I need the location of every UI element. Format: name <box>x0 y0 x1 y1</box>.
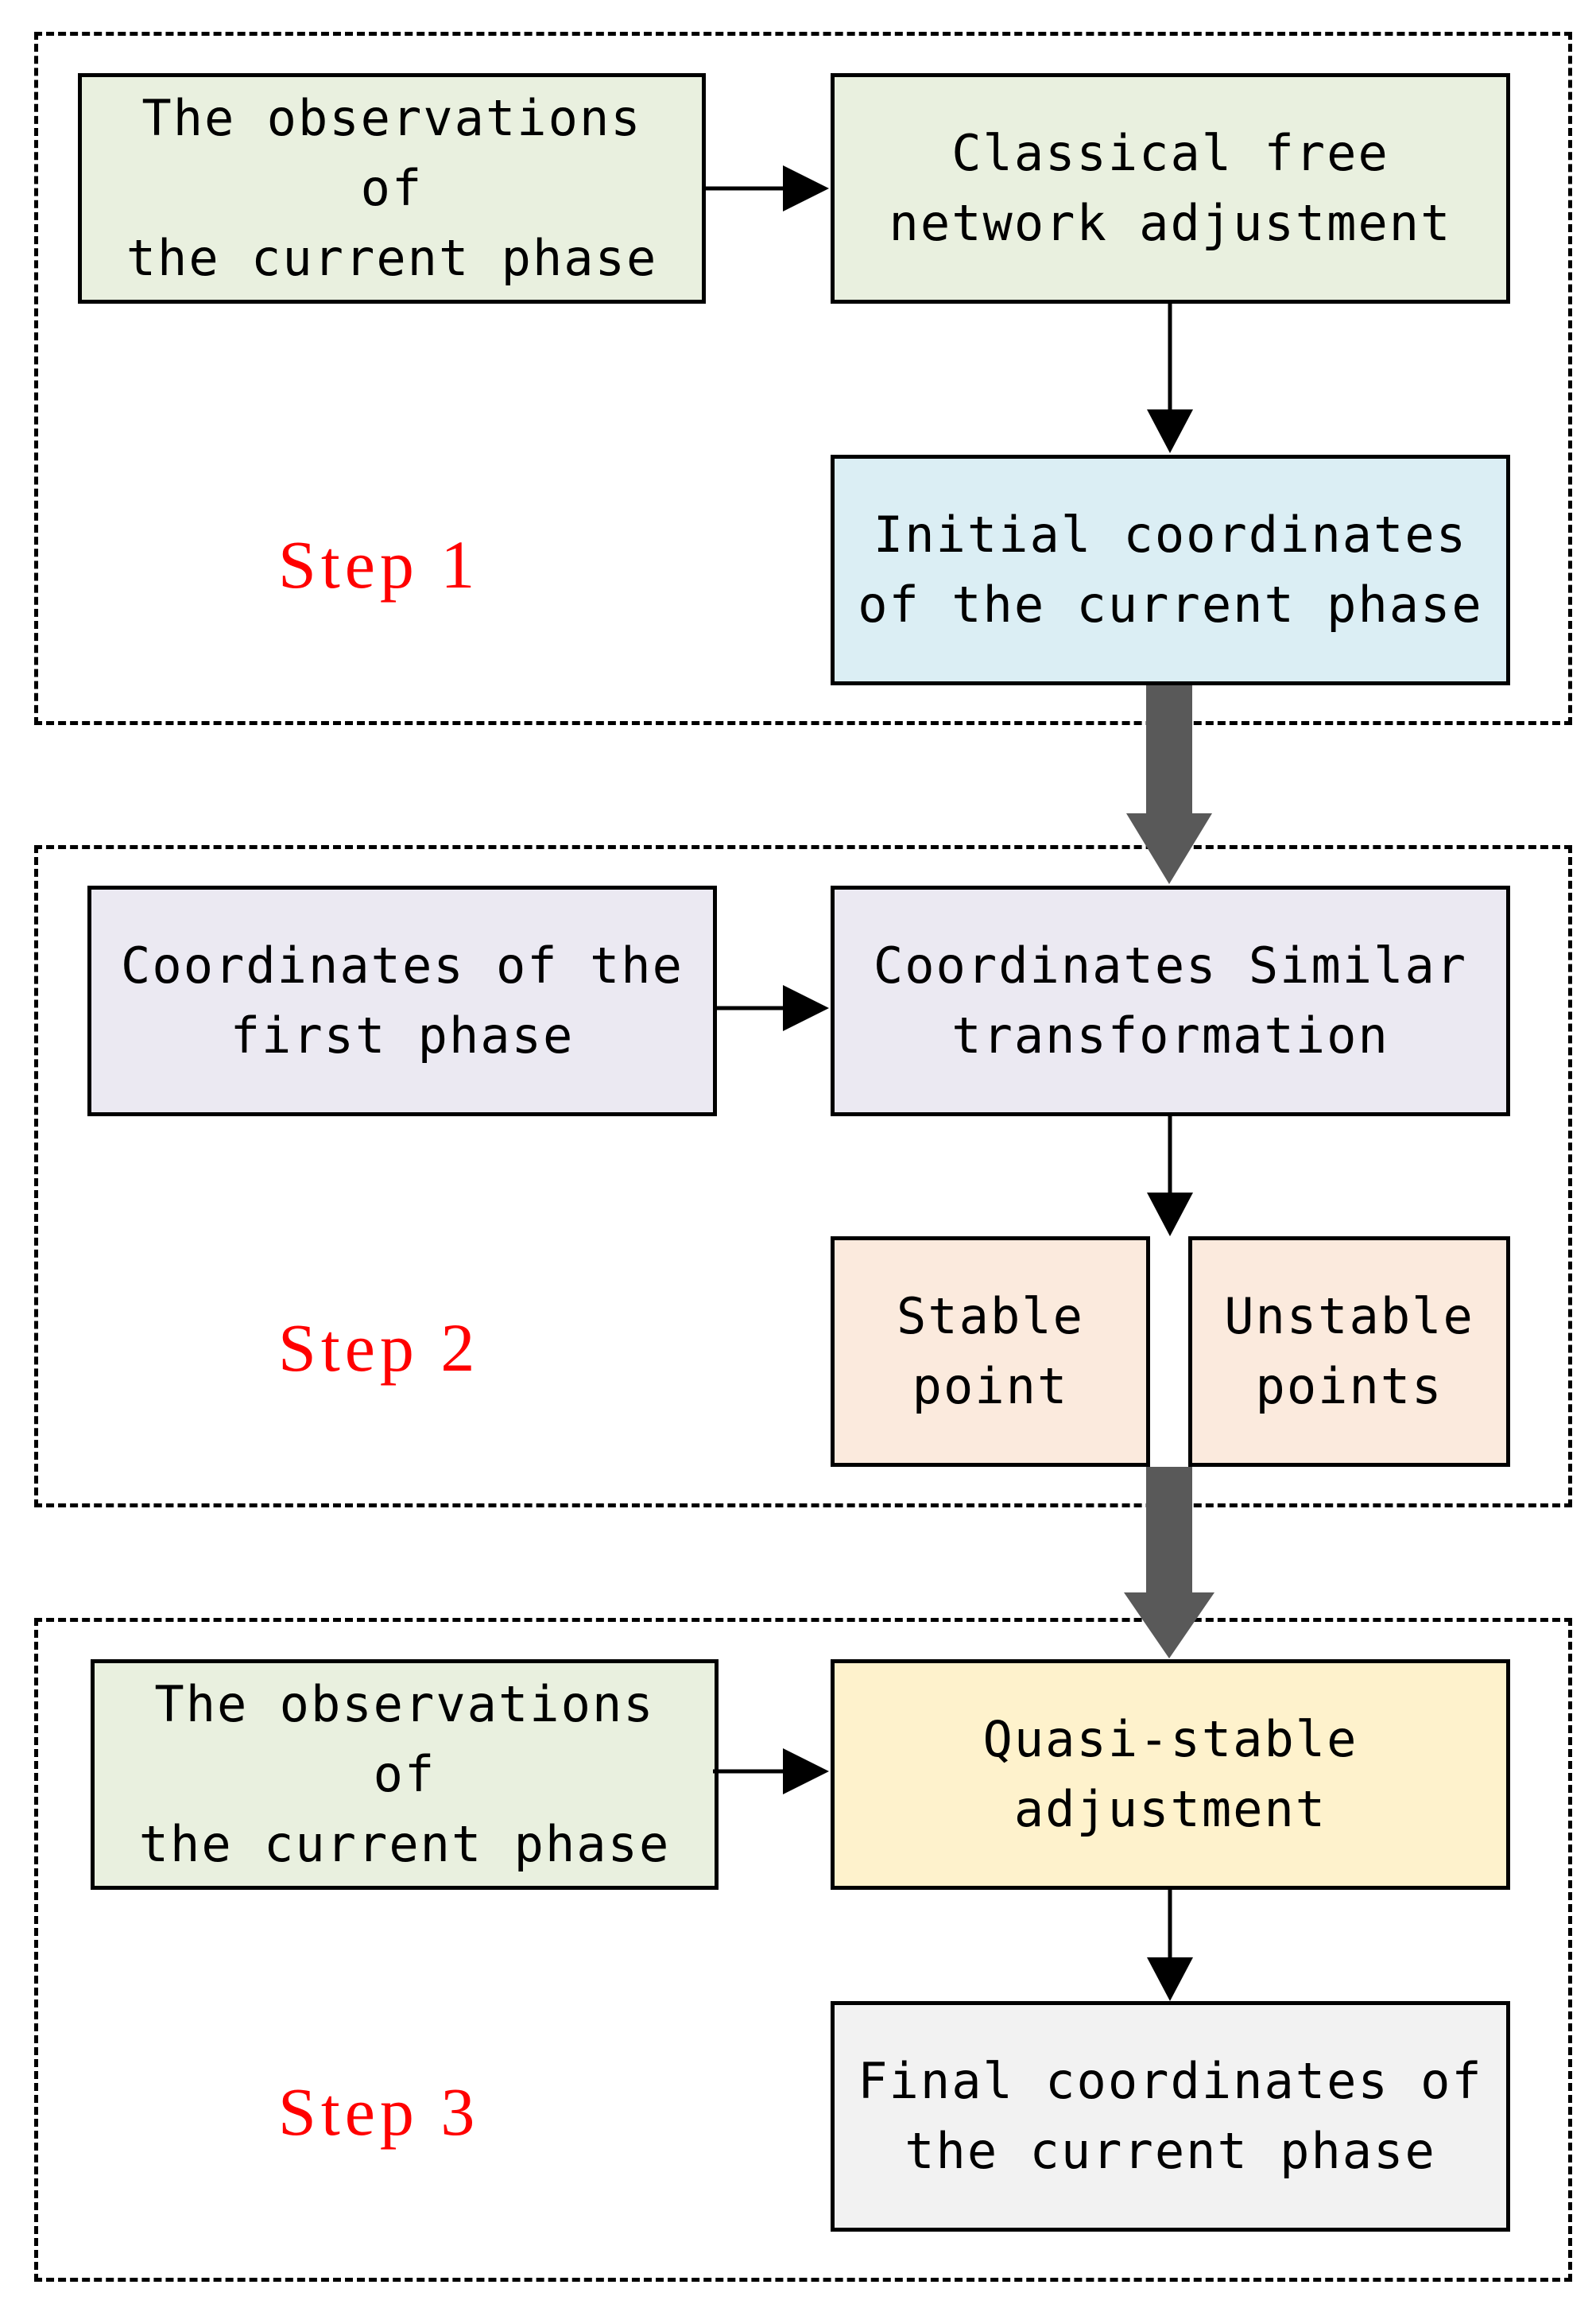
classical-free-network-adjustment-text: Classical free network adjustment <box>889 124 1452 252</box>
similar-transformation-text: Coordinates Similar transformation <box>873 937 1468 1065</box>
step3-group <box>34 1618 1572 2282</box>
step1-group <box>34 32 1572 725</box>
classical-free-network-adjustment-box: Classical free network adjustment <box>831 73 1510 304</box>
initial-coordinates-text: Initial coordinates of the current phase <box>858 506 1483 634</box>
arrowhead-obs1-to-classical <box>783 165 829 211</box>
observations-current-phase-box: The observations of the current phase <box>78 73 706 304</box>
coordinates-first-phase-text: Coordinates of the first phase <box>121 937 684 1065</box>
initial-coordinates-box: Initial coordinates of the current phase <box>831 455 1510 685</box>
unstable-points-box: Unstable points <box>1188 1236 1510 1467</box>
observations-current-phase-text-2: The observations of the current phase <box>138 1675 671 1873</box>
quasi-stable-adjustment-box: Quasi-stable adjustment <box>831 1659 1510 1890</box>
observations-current-phase-text: The observations of the current phase <box>126 89 658 287</box>
step2-group <box>34 845 1572 1507</box>
stable-point-text: Stable point <box>897 1287 1084 1415</box>
final-coordinates-box: Final coordinates of the current phase <box>831 2001 1510 2232</box>
arrowhead-obs2-to-quasi <box>783 1748 829 1794</box>
quasi-stable-adjustment-text: Quasi-stable adjustment <box>982 1710 1358 1838</box>
step2-label: Step 2 <box>278 1309 480 1386</box>
arrowhead-classical-to-initial <box>1147 409 1193 453</box>
similar-transformation-box: Coordinates Similar transformation <box>831 886 1510 1116</box>
final-coordinates-text: Final coordinates of the current phase <box>858 2052 1483 2180</box>
step3-label: Step 3 <box>278 2073 480 2150</box>
arrowhead-firstphase-to-similar <box>783 985 829 1031</box>
unstable-points-text: Unstable points <box>1224 1287 1474 1415</box>
observations-current-phase-box-2: The observations of the current phase <box>91 1659 719 1890</box>
big-arrow-step1-to-step2 <box>1126 685 1212 884</box>
coordinates-first-phase-box: Coordinates of the first phase <box>87 886 717 1116</box>
big-arrow-step2-to-step3 <box>1124 1467 1214 1658</box>
arrowhead-quasi-to-final <box>1147 1957 1193 2001</box>
step1-label: Step 1 <box>278 526 480 603</box>
arrowhead-similar-to-points <box>1147 1193 1193 1236</box>
stable-point-box: Stable point <box>831 1236 1150 1467</box>
